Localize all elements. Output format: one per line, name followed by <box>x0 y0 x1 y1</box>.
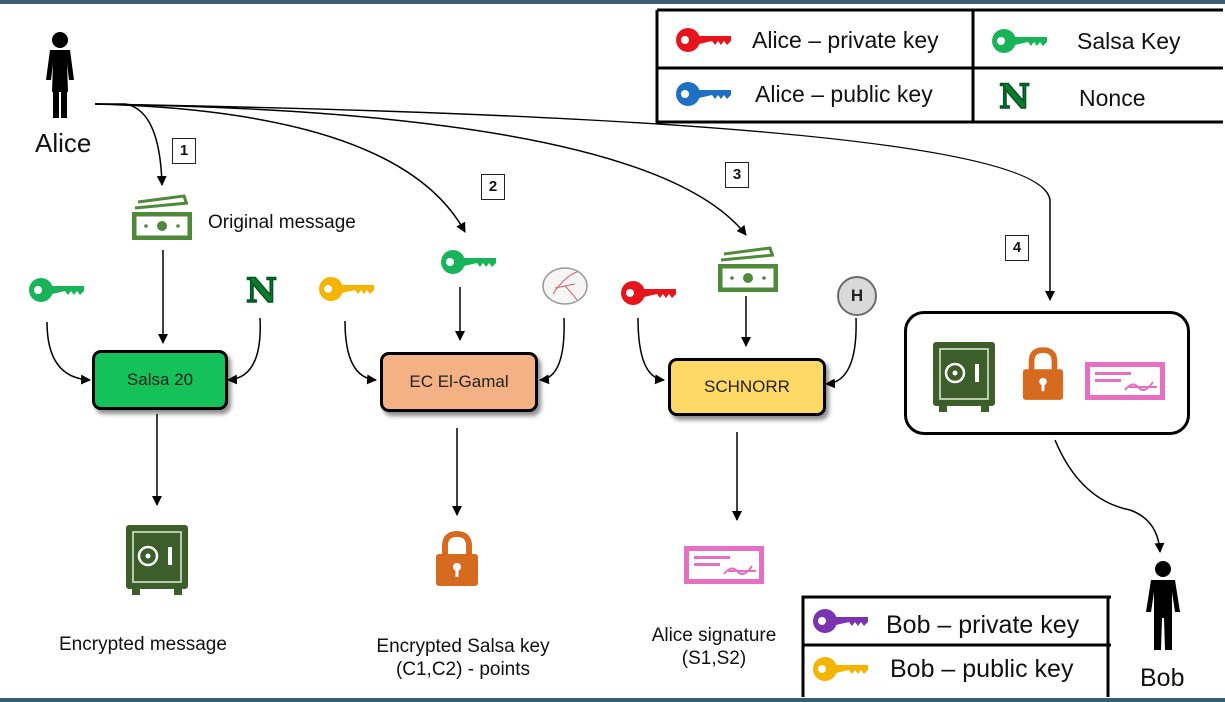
alice-to-message-arrow <box>95 103 167 186</box>
alice-person-icon <box>46 32 74 118</box>
bottom-frame-bar <box>0 698 1225 702</box>
top-frame-bar <box>0 0 1225 4</box>
legend-bob-private-key-label: Bob – private key <box>886 611 1080 639</box>
original-message-label: Original message <box>208 212 356 233</box>
legend-alice-public-key-icon <box>676 82 731 106</box>
alice-legend-frame <box>655 8 1223 124</box>
encrypted-salsa-key-label: Encrypted Salsa key (C1,C2) - points <box>365 635 561 681</box>
hash-to-schnorr-arrow <box>825 317 857 389</box>
bob-person-icon <box>1146 561 1180 650</box>
legend-salsa-key-label: Salsa Key <box>1077 28 1181 54</box>
salsa20-box: Salsa 20 <box>92 350 228 410</box>
elliptic-curve-icon <box>542 267 588 305</box>
salsa-key-icon <box>29 278 84 302</box>
bob-public-key-input-icon <box>319 277 374 301</box>
encrypted-message-label: Encrypted message <box>59 634 227 655</box>
alice-to-bundle-arrow <box>94 103 1055 301</box>
encrypted-key-padlock-icon <box>436 530 478 586</box>
schnorr-box: SCHNORR <box>668 358 826 416</box>
salsa-key-to-encrypt-icon <box>441 250 496 274</box>
salsa-key-to-salsa-arrow <box>46 321 91 385</box>
encrypted-message-safe-icon <box>126 525 188 595</box>
nonce-to-salsa-arrow <box>227 317 261 385</box>
alice-private-to-schnorr-arrow <box>637 317 665 385</box>
legend-nonce-label: Nonce <box>1079 85 1146 111</box>
bob-public-to-elgamal-arrow <box>344 320 377 385</box>
alice-signature-line1: Alice signature <box>651 625 777 646</box>
alice-signature-label: Alice signature (S1,S2) <box>640 624 788 670</box>
bundle-signature-icon <box>1085 362 1165 400</box>
bundle-to-bob-arrow <box>1054 439 1165 553</box>
step-1-badge: 1 <box>172 138 196 164</box>
nonce-icon: N <box>245 271 278 311</box>
bundle-safe-icon <box>933 342 995 412</box>
schnorr-label: SCHNORR <box>704 377 790 396</box>
bob-label: Bob <box>1140 664 1185 692</box>
step-2-badge: 2 <box>481 174 505 200</box>
ec-elgamal-box: EC El-Gamal <box>380 352 538 412</box>
bundle-padlock-icon <box>1022 347 1064 400</box>
step-4-badge: 4 <box>1005 235 1029 261</box>
alice-label: Alice <box>35 128 92 158</box>
salsa20-label: Salsa 20 <box>126 370 194 389</box>
alice-to-salsa-key-arrow <box>94 103 466 233</box>
curve-to-elgamal-arrow <box>539 317 565 385</box>
legend-salsa-key-icon <box>992 29 1047 53</box>
hash-icon: H <box>837 276 877 316</box>
message-to-sign-money-icon <box>718 246 778 292</box>
encrypted-salsa-key-line1: Encrypted Salsa key <box>376 636 550 657</box>
bob-legend-frame <box>801 595 1111 697</box>
legend-bob-public-key-icon <box>813 657 868 681</box>
alice-signature-icon <box>684 546 764 584</box>
ec-elgamal-label: EC El-Gamal <box>409 372 509 391</box>
step-3-badge: 3 <box>725 162 749 188</box>
encrypted-salsa-key-line2: (C1,C2) - points <box>395 659 531 680</box>
legend-nonce-icon: N <box>998 77 1031 117</box>
legend-alice-private-key-icon <box>676 28 731 52</box>
legend-alice-public-key-label: Alice – public key <box>755 81 933 107</box>
original-message-money-icon <box>132 194 192 240</box>
alice-to-signing-arrow <box>94 103 747 236</box>
legend-bob-private-key-icon <box>813 609 868 633</box>
alice-signature-line2: (S1,S2) <box>681 648 747 669</box>
legend-bob-public-key-label: Bob – public key <box>890 655 1074 683</box>
alice-private-key-input-icon <box>621 281 676 305</box>
legend-alice-private-key-label: Alice – private key <box>752 27 939 53</box>
message-bundle-box <box>904 311 1190 435</box>
